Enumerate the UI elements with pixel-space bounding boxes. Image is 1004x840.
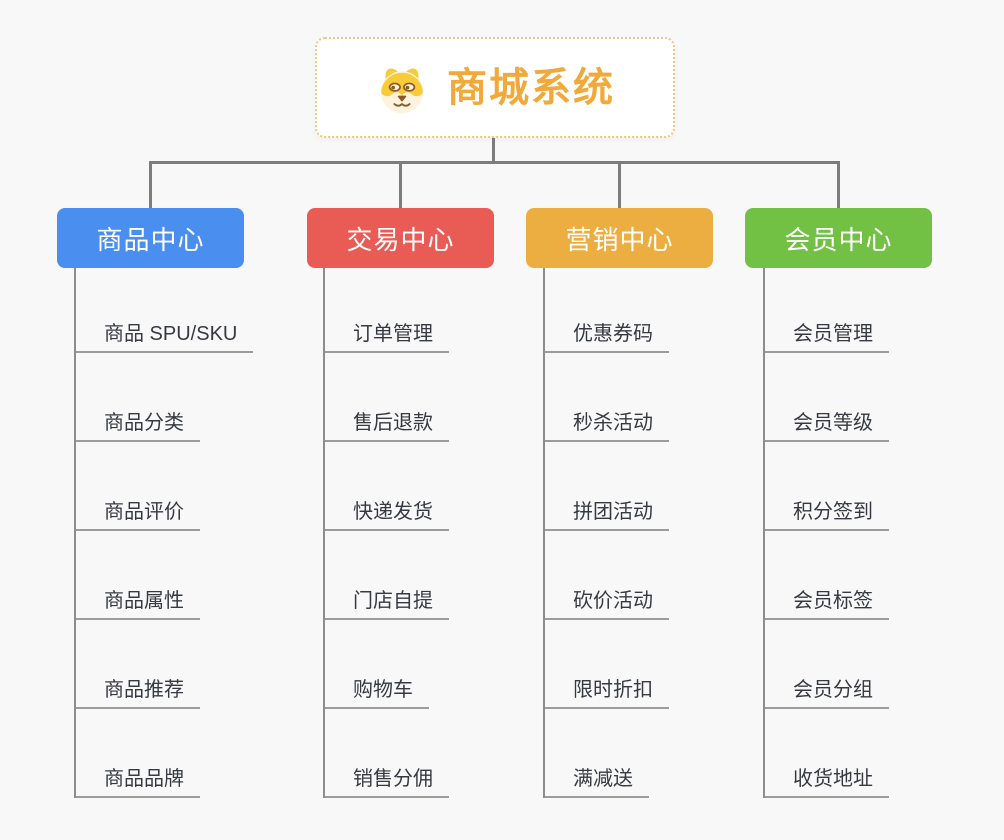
- subtopic-row: 收货地址: [763, 709, 889, 798]
- subtopic-list-marketing-center: 优惠券码 秒杀活动 拼团活动 砍价活动 限时折扣 满减送: [543, 268, 669, 798]
- subtopic-row: 满减送: [543, 709, 669, 798]
- connector-drop-trade: [399, 161, 402, 208]
- subtopic[interactable]: 会员等级: [763, 413, 889, 442]
- subtopic[interactable]: 收货地址: [763, 769, 889, 798]
- subtopic-row: 订单管理: [323, 268, 449, 353]
- subtopic[interactable]: 售后退款: [323, 413, 449, 442]
- subtopic-row: 会员等级: [763, 353, 889, 442]
- subtopic[interactable]: 会员管理: [763, 324, 889, 353]
- subtopic-row: 会员标签: [763, 531, 889, 620]
- subtopic-row: 优惠券码: [543, 268, 669, 353]
- subtopic[interactable]: 门店自提: [323, 591, 449, 620]
- connector-drop-product: [149, 161, 152, 208]
- connector-drop-member: [837, 161, 840, 208]
- branch-topic-member-center[interactable]: 会员中心: [745, 208, 932, 268]
- dog-face-icon: [380, 67, 424, 113]
- subtopic-row: 拼团活动: [543, 442, 669, 531]
- subtopic-row: 商品属性: [74, 531, 253, 620]
- subtopic-row: 会员分组: [763, 620, 889, 709]
- connector-root-stub: [492, 138, 495, 164]
- subtopic[interactable]: 销售分佣: [323, 769, 449, 798]
- branch-topic-trade-center[interactable]: 交易中心: [307, 208, 494, 268]
- subtopic-row: 快递发货: [323, 442, 449, 531]
- subtopic[interactable]: 商品品牌: [74, 769, 200, 798]
- subtopic[interactable]: 商品评价: [74, 502, 200, 531]
- subtopic[interactable]: 优惠券码: [543, 324, 669, 353]
- subtopic-list-member-center: 会员管理 会员等级 积分签到 会员标签 会员分组 收货地址: [763, 268, 889, 798]
- subtopic-row: 积分签到: [763, 442, 889, 531]
- subtopic-row: 商品评价: [74, 442, 253, 531]
- subtopic[interactable]: 会员标签: [763, 591, 889, 620]
- root-topic[interactable]: 商城系统: [315, 37, 675, 138]
- subtopic[interactable]: 商品推荐: [74, 680, 200, 709]
- subtopic[interactable]: 拼团活动: [543, 502, 669, 531]
- subtopic[interactable]: 商品 SPU/SKU: [74, 324, 254, 353]
- subtopic[interactable]: 限时折扣: [543, 680, 669, 709]
- subtopic[interactable]: 快递发货: [323, 502, 449, 531]
- subtopic-row: 门店自提: [323, 531, 449, 620]
- subtopic[interactable]: 会员分组: [763, 680, 889, 709]
- connector-bus: [149, 161, 840, 164]
- subtopic-row: 售后退款: [323, 353, 449, 442]
- subtopic-row: 限时折扣: [543, 620, 669, 709]
- subtopic-list-trade-center: 订单管理 售后退款 快递发货 门店自提 购物车 销售分佣: [323, 268, 449, 798]
- subtopic[interactable]: 购物车: [323, 680, 429, 709]
- connector-drop-marketing: [618, 161, 621, 208]
- subtopic-row: 商品品牌: [74, 709, 253, 798]
- subtopic[interactable]: 秒杀活动: [543, 413, 669, 442]
- subtopic-row: 商品 SPU/SKU: [74, 268, 254, 353]
- subtopic[interactable]: 积分签到: [763, 502, 889, 531]
- subtopic-row: 购物车: [323, 620, 449, 709]
- branch-topic-product-center[interactable]: 商品中心: [57, 208, 244, 268]
- subtopic-row: 砍价活动: [543, 531, 669, 620]
- subtopic[interactable]: 订单管理: [323, 324, 449, 353]
- subtopic-row: 秒杀活动: [543, 353, 669, 442]
- subtopic[interactable]: 商品属性: [74, 591, 200, 620]
- subtopic-list-product-center: 商品 SPU/SKU 商品分类 商品评价 商品属性 商品推荐 商品品牌: [74, 268, 254, 798]
- subtopic-row: 商品分类: [74, 353, 253, 442]
- root-topic-label: 商城系统: [447, 65, 615, 110]
- subtopic-row: 会员管理: [763, 268, 889, 353]
- subtopic[interactable]: 砍价活动: [543, 591, 669, 620]
- branch-topic-marketing-center[interactable]: 营销中心: [526, 208, 713, 268]
- subtopic[interactable]: 满减送: [543, 769, 649, 798]
- subtopic-row: 销售分佣: [323, 709, 449, 798]
- subtopic[interactable]: 商品分类: [74, 413, 200, 442]
- subtopic-row: 商品推荐: [74, 620, 253, 709]
